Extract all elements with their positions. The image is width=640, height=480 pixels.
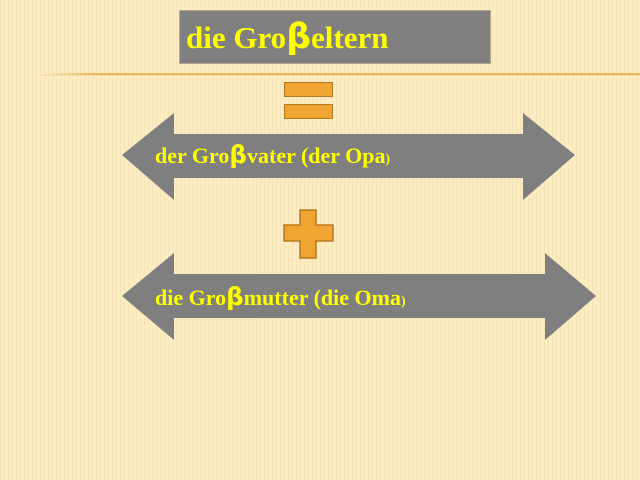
label-part: die Gro xyxy=(155,285,227,310)
equals-bar-top xyxy=(284,82,333,97)
label-eszett: β xyxy=(229,140,247,169)
label-eszett: β xyxy=(226,282,244,311)
label-close-paren: ) xyxy=(385,152,391,167)
double-arrow-1 xyxy=(122,113,575,200)
divider-line-shadow xyxy=(40,75,640,76)
title-part: die Gro xyxy=(186,20,287,55)
plus-icon xyxy=(283,209,334,259)
double-arrow-2 xyxy=(122,253,596,340)
grandmother-label: die Groβmutter (die Oma) xyxy=(155,284,406,315)
label-part: vater (der Opa xyxy=(247,143,386,168)
title-eszett: β xyxy=(286,17,312,57)
title-box: die Groβeltern xyxy=(179,10,491,64)
title-text: die Groβeltern xyxy=(186,20,389,55)
divider-line xyxy=(40,73,640,75)
label-close-paren: ) xyxy=(400,294,406,309)
label-part: mutter (die Oma xyxy=(243,285,401,310)
equals-bar-bottom xyxy=(284,104,333,119)
label-part: der Gro xyxy=(155,143,230,168)
grandfather-label: der Groβvater (der Opa) xyxy=(155,142,390,173)
title-part: eltern xyxy=(311,20,389,55)
